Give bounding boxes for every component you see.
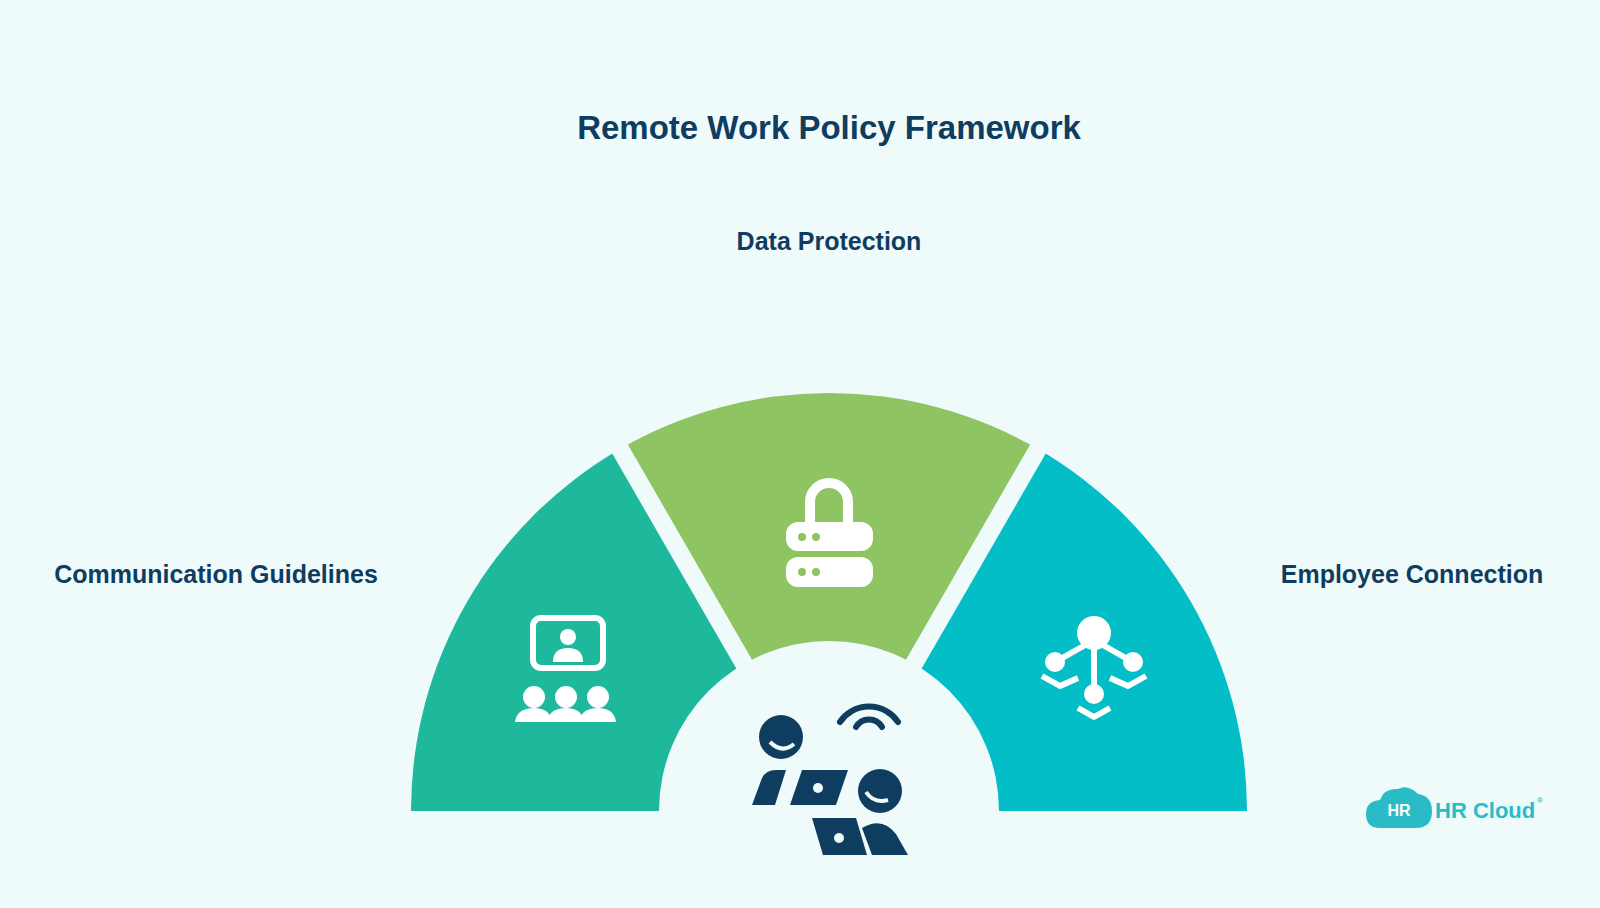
network-node: [1045, 652, 1065, 672]
network-chevron: [1110, 676, 1146, 686]
section-label: Communication Guidelines: [54, 560, 378, 589]
remote-workers-icon: [752, 707, 908, 855]
section-label: Data Protection: [737, 227, 922, 256]
attendee-head: [555, 686, 577, 708]
network-chevron: [1078, 708, 1110, 717]
base-mask: [380, 811, 1280, 908]
lock-shackle: [810, 483, 848, 524]
worker-body: [752, 770, 786, 805]
network-chevron: [1042, 676, 1078, 686]
wifi-arc: [856, 719, 882, 727]
logo-registered: ®: [1537, 796, 1543, 805]
logo-wordmark: HR Cloud: [1435, 798, 1535, 823]
server-light: [798, 533, 806, 541]
diagram-title: Remote Work Policy Framework: [577, 109, 1081, 147]
attendee-body: [547, 708, 584, 722]
server-light: [812, 533, 820, 541]
lock-server-icon: [786, 483, 873, 587]
presenter-body: [553, 648, 583, 662]
attendee-body: [515, 708, 552, 722]
server-light: [798, 568, 806, 576]
section-label: Employee Connection: [1281, 560, 1544, 589]
server-unit: [786, 557, 873, 587]
network-node: [1123, 652, 1143, 672]
network-icon: [1042, 616, 1146, 717]
laptop: [790, 770, 848, 805]
worker-face: [866, 792, 888, 801]
presenter-head: [560, 629, 576, 645]
video-meeting-icon: [515, 618, 616, 722]
network-node: [1084, 684, 1104, 704]
monitor-outline: [533, 618, 603, 668]
laptop-logo: [813, 783, 823, 793]
laptop: [812, 818, 867, 855]
network-hub: [1077, 616, 1111, 650]
worker-face: [770, 742, 794, 749]
laptop-logo: [834, 833, 844, 843]
attendee-head: [523, 686, 545, 708]
server-unit: [786, 522, 873, 551]
worker-head: [858, 769, 902, 813]
logo-cloud: [1366, 787, 1432, 828]
logo-mark: HR: [1387, 802, 1410, 820]
wifi-arc: [840, 707, 898, 722]
attendee-body: [579, 708, 616, 722]
worker-head: [759, 715, 803, 759]
worker-body: [862, 823, 908, 855]
server-light: [812, 568, 820, 576]
attendee-head: [587, 686, 609, 708]
